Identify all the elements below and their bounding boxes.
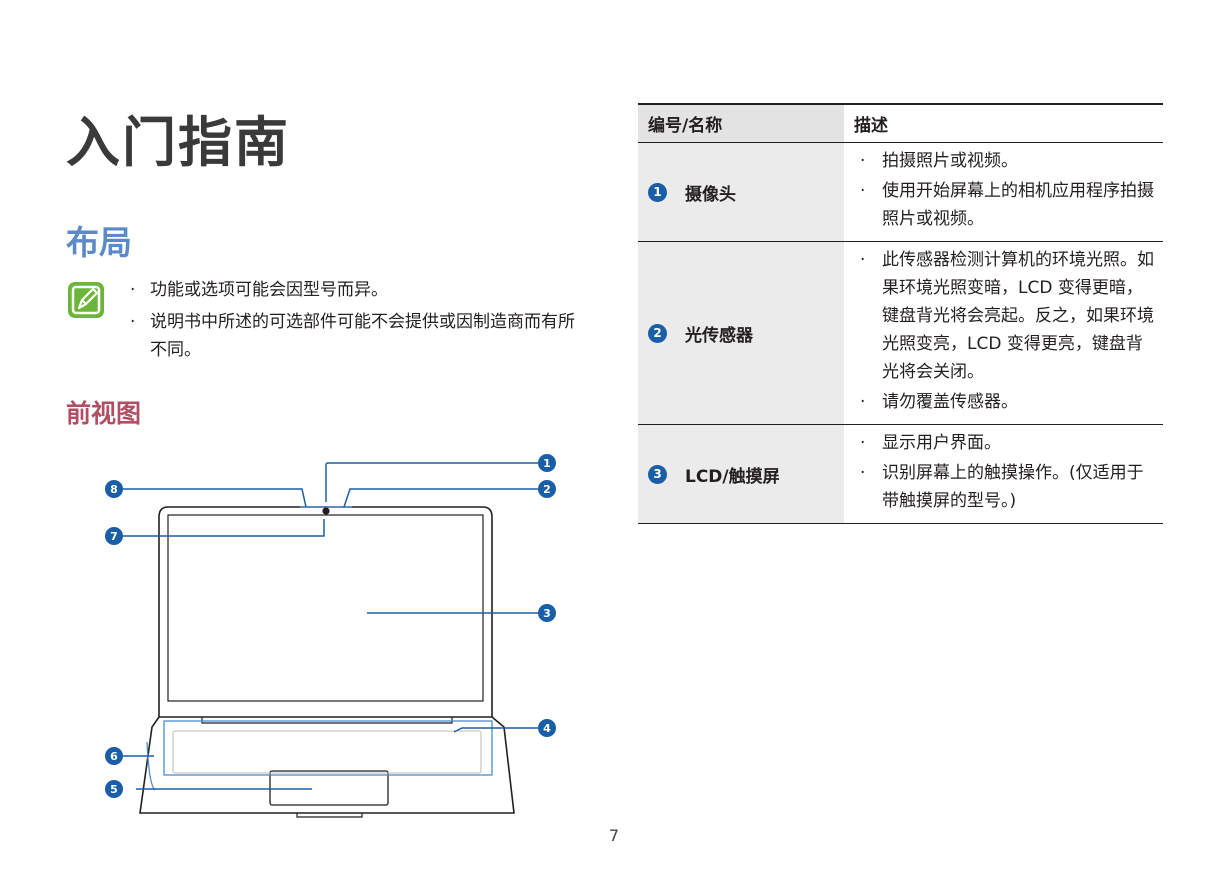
table-row: 2 光传感器 此传感器检测计算机的环境光照。如果环境光照变暗，LCD 变得更暗，… (638, 241, 1163, 425)
callout-badges: 1 2 3 4 5 6 7 8 (105, 454, 556, 798)
description-item: 使用开始屏幕上的相机应用程序拍摄照片或视频。 (854, 177, 1159, 233)
table-row: 1 摄像头 拍摄照片或视频。 使用开始屏幕上的相机应用程序拍摄照片或视频。 (638, 142, 1163, 242)
component-table: 编号/名称 描述 1 摄像头 拍摄照片或视频。 使用开始屏幕上的相机应用程序拍摄… (638, 103, 1163, 524)
subsection-title: 前视图 (66, 399, 142, 428)
callout-label: 3 (543, 607, 551, 620)
component-name-cell: 2 光传感器 (638, 241, 844, 425)
description-item: 拍摄照片或视频。 (854, 147, 1159, 175)
callout-label: 4 (543, 722, 551, 735)
note-item: 功能或选项可能会因型号而异。 (128, 276, 588, 304)
table-row: 3 LCD/触摸屏 显示用户界面。 识别屏幕上的触摸操作。(仅适用于带触摸屏的型… (638, 424, 1163, 524)
component-name: 光传感器 (685, 325, 753, 346)
description-cell: 此传感器检测计算机的环境光照。如果环境光照变暗，LCD 变得更暗，键盘背光将会亮… (844, 241, 1163, 425)
table-header-name: 编号/名称 (638, 103, 844, 143)
component-name: 摄像头 (685, 184, 736, 205)
description-cell: 拍摄照片或视频。 使用开始屏幕上的相机应用程序拍摄照片或视频。 (844, 142, 1163, 242)
description-item: 显示用户界面。 (854, 429, 1159, 457)
callout-label: 8 (110, 483, 118, 496)
section-title: 布局 (66, 223, 132, 262)
laptop-lid (158, 506, 493, 718)
keyboard-keys (172, 730, 482, 774)
laptop-front-view-diagram: 1 2 3 4 5 6 7 8 (105, 454, 556, 818)
component-name-cell: 1 摄像头 (638, 142, 844, 242)
component-name-cell: 3 LCD/触摸屏 (638, 424, 844, 524)
note-pencil-icon (68, 282, 104, 318)
table-header-desc: 描述 (844, 103, 1163, 143)
description-item: 识别屏幕上的触摸操作。(仅适用于带触摸屏的型号。) (854, 459, 1159, 515)
component-name: LCD/触摸屏 (685, 466, 780, 487)
notes-list: 功能或选项可能会因型号而异。 说明书中所述的可选部件可能不会提供或因制造商而有所… (128, 276, 588, 368)
description-cell: 显示用户界面。 识别屏幕上的触摸操作。(仅适用于带触摸屏的型号。) (844, 424, 1163, 524)
page-number: 7 (608, 826, 620, 845)
callout-lines (114, 462, 539, 790)
note-item: 说明书中所述的可选部件可能不会提供或因制造商而有所不同。 (128, 308, 588, 364)
callout-label: 1 (543, 457, 551, 470)
callout-label: 5 (110, 783, 118, 796)
number-badge: 2 (648, 323, 667, 343)
callout-label: 6 (110, 750, 118, 763)
laptop-base (139, 716, 515, 818)
description-item: 请勿覆盖传感器。 (854, 388, 1159, 416)
callout-label: 2 (543, 483, 551, 496)
camera-area (300, 506, 352, 515)
callout-label: 7 (110, 530, 118, 543)
page-title: 入门指南 (66, 111, 290, 174)
number-badge: 3 (648, 464, 667, 484)
number-badge: 1 (648, 182, 667, 202)
description-item: 此传感器检测计算机的环境光照。如果环境光照变暗，LCD 变得更暗，键盘背光将会亮… (854, 246, 1159, 386)
